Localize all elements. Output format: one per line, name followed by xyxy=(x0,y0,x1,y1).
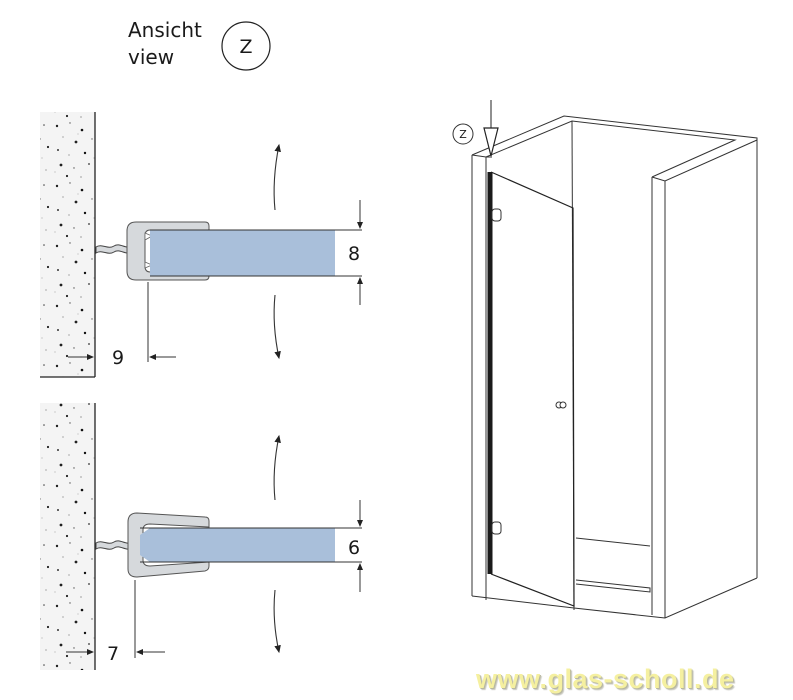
swing-arrow-down-bottom xyxy=(273,589,281,654)
offset-dimension-top: 9 xyxy=(112,347,124,369)
view-direction-arrow xyxy=(483,127,499,157)
view-label-de: Ansicht xyxy=(128,18,202,42)
view-z-marker-letter: Z xyxy=(459,128,467,141)
hinge-top xyxy=(491,208,502,222)
website-watermark: www.glas-scholl.de xyxy=(476,664,735,694)
offset-dimension-bottom: 7 xyxy=(107,643,119,665)
swing-arrow-up-bottom xyxy=(273,434,281,501)
view-z-marker-circle xyxy=(452,123,474,145)
glass-pane-bottom xyxy=(140,528,335,562)
shower-enclosure-illustration xyxy=(452,100,758,619)
hinge-bottom xyxy=(491,521,502,535)
view-header: Ansicht view Z xyxy=(128,18,271,71)
swing-arrow-up-top xyxy=(273,143,281,211)
swing-arrow-down-top xyxy=(273,294,281,360)
glass-thickness-top: 8 xyxy=(348,243,360,265)
wall-section-top xyxy=(40,112,95,377)
view-label-en: view xyxy=(128,45,174,69)
profile-detail-bottom: 6 7 xyxy=(40,403,363,670)
view-marker-letter: Z xyxy=(239,36,252,58)
shower-door xyxy=(490,171,575,607)
seal-lip-bottom xyxy=(95,540,133,550)
glass-thickness-bottom: 6 xyxy=(348,537,360,559)
glass-pane-top xyxy=(150,230,335,276)
profile-detail-top: 8 9 xyxy=(40,112,363,378)
u-profile-bottom xyxy=(127,512,210,578)
view-marker-circle xyxy=(221,21,271,71)
wall-section-bottom xyxy=(40,403,95,670)
